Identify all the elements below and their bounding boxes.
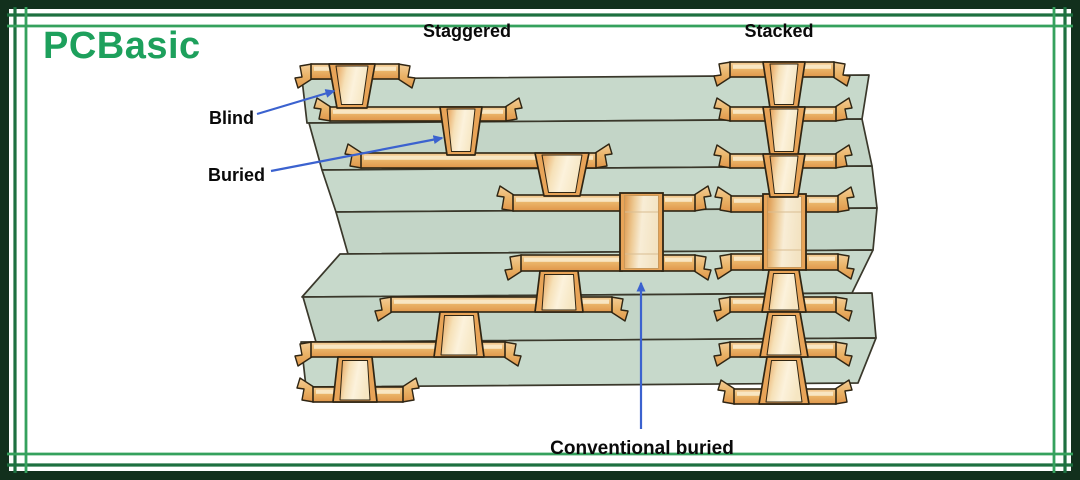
stacked-center-via-barrel [767, 196, 802, 268]
label-staggered: Staggered [423, 21, 511, 41]
conventional-buried-via-barrel [624, 195, 659, 269]
via-stacked-3-barrel [769, 155, 799, 194]
stub-bigvia-bottom-right [661, 254, 696, 272]
via-buried-4-barrel [440, 315, 478, 356]
stub-stacked-top-left [730, 195, 764, 213]
label-stacked: Stacked [744, 21, 813, 41]
via-stacked-6-barrel [766, 315, 802, 356]
via-buried-3-barrel [541, 274, 577, 311]
label-blind: Blind [209, 108, 254, 128]
through-buried-vias [619, 192, 807, 272]
trace-5-highlight [394, 299, 609, 304]
annotation-arrows [256, 89, 646, 429]
stub-stacked-bottom-left-highlight [734, 256, 760, 261]
label-buried: Buried [208, 165, 265, 185]
arrow-blind [256, 89, 336, 116]
stub-stacked-top-right-highlight [809, 198, 835, 203]
via-stacked-1-barrel [769, 63, 799, 105]
via-bottom-barrel [339, 360, 371, 401]
trace-2-highlight [364, 155, 593, 160]
stub-stacked-top-right [805, 195, 839, 213]
trace-6-highlight [314, 344, 502, 349]
stub-stacked-bottom-right-highlight [809, 256, 835, 261]
logo-pcbasic: PCBasic [43, 25, 201, 67]
stub-stacked-bottom-right [805, 253, 839, 271]
trace-3 [512, 194, 623, 212]
micro-vias [328, 61, 810, 405]
trace-4-highlight [524, 257, 619, 262]
via-buried-2-barrel [541, 154, 583, 193]
via-stacked-5-barrel [768, 273, 800, 311]
trace-1-highlight [333, 109, 503, 114]
stub-bigvia-top-right [661, 194, 696, 212]
stub-bigvia-top-right-highlight [665, 197, 692, 202]
via-stacked-7-barrel [765, 360, 803, 403]
decorative-frame [7, 7, 1073, 473]
via-buried-1-barrel [446, 108, 476, 152]
trace-4 [520, 254, 623, 272]
stub-bigvia-bottom-right-highlight [665, 257, 692, 262]
trace-3-highlight [516, 197, 619, 202]
stub-stacked-top-left-highlight [734, 198, 760, 203]
label-conventional-buried: Conventional buried [550, 438, 734, 459]
via-blind-barrel [335, 65, 369, 105]
arrow-buried [270, 135, 444, 173]
stub-stacked-bottom-left [730, 253, 764, 271]
via-stacked-2-barrel [769, 108, 799, 152]
